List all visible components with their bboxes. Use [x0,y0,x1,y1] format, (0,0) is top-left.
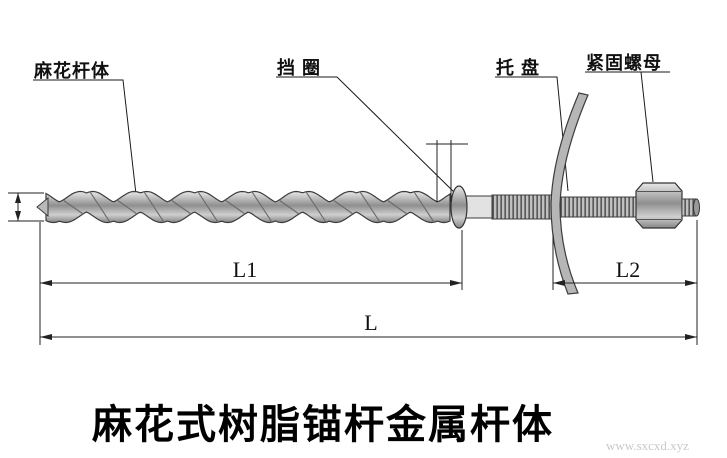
arrow [40,280,52,286]
twist-seam [386,199,408,215]
leader-lock-nut [640,71,654,183]
twist-seam [62,199,84,215]
arrow [685,334,697,340]
arrow [15,211,21,221]
arrow [450,280,462,286]
dim-label-l2: L2 [616,257,640,282]
arrow [553,280,565,286]
label-plate: 托 盘 [496,58,541,78]
arrow [685,280,697,286]
arrow [15,193,21,203]
twist-seam [332,199,354,215]
leader-retaining-ring [276,76,459,197]
label-twisted-rod: 麻花杆体 [34,61,110,81]
twist-seam [224,199,246,215]
twist-seam [143,191,165,223]
dim-label-l1: L1 [233,257,257,282]
thread-section [491,194,554,220]
arrow [40,334,52,340]
twist-seam [359,191,381,223]
nut-drawing [635,182,683,229]
twist-seam [89,191,111,223]
label-lock-nut: 紧固螺母 [586,53,662,73]
dimension-labels: L1 L2 L [233,257,640,335]
shaft-section [557,196,639,218]
twisted-rod-body [45,190,451,224]
sleeve-section [463,195,493,219]
twist-seam [197,191,219,223]
plate-drawing [550,92,589,295]
twist-seam [278,199,300,215]
diagram-title: 麻花式树脂锚杆金属杆体 [92,403,554,447]
label-retaining-ring: 挡 圈 [277,58,322,78]
rod-tip [36,196,49,218]
dimension-lines [8,140,698,345]
bolt-end [693,198,700,217]
dim-label-l: L [364,310,377,335]
watermark: www.sxcxd.xyz [606,438,689,453]
leader-lines [33,71,670,204]
twist-seam [170,199,192,215]
twist-seam [251,191,273,223]
twist-seam [116,199,138,215]
twist-seam [305,191,327,223]
twisted-rod-drawing [36,190,451,224]
bolt-assembly [450,92,700,295]
retaining-ring-drawing [450,185,468,229]
leader-twisted-rod [33,79,138,204]
twist-seam [413,191,435,223]
dimension-arrows [15,193,697,340]
